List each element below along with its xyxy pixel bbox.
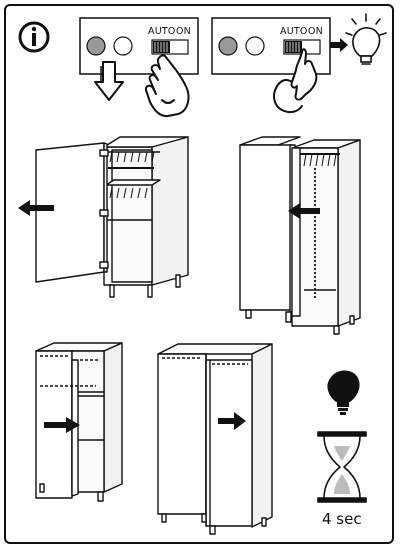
arrow-right-icon — [44, 417, 80, 433]
hourglass-icon — [317, 431, 367, 503]
info-icon — [18, 21, 50, 53]
arrow-right-icon — [330, 38, 348, 52]
timer-label: 4 sec — [322, 510, 362, 528]
switch-panel-2 — [211, 17, 331, 75]
slide-switch — [283, 39, 321, 55]
cabinet-open-door — [35, 136, 189, 298]
arrow-down-outline-icon — [94, 61, 124, 101]
led-white-indicator — [245, 36, 265, 56]
slide-switch — [151, 39, 189, 55]
wardrobe-double-closed — [157, 343, 273, 535]
lightbulb-solid-icon — [327, 370, 360, 415]
switch-label-on-2: ON — [308, 26, 323, 37]
sheet-border — [4, 4, 394, 544]
lightbulb-outline-icon — [345, 13, 387, 65]
led-white-indicator — [113, 36, 133, 56]
arrow-left-icon — [18, 200, 54, 216]
switch-label-auto-1: AUTO — [148, 26, 176, 37]
switch-label-auto-2: AUTO — [280, 26, 308, 37]
pointing-hand-icon — [273, 48, 318, 114]
arrow-left-icon — [288, 203, 320, 219]
pointing-hand-icon — [144, 54, 190, 118]
switch-label-on-1: ON — [176, 26, 191, 37]
wardrobe-double-slide — [239, 136, 361, 335]
led-grey-indicator — [218, 36, 238, 56]
switch-panel-1 — [79, 17, 199, 75]
led-grey-indicator — [86, 36, 106, 56]
arrow-right-icon — [218, 412, 246, 430]
